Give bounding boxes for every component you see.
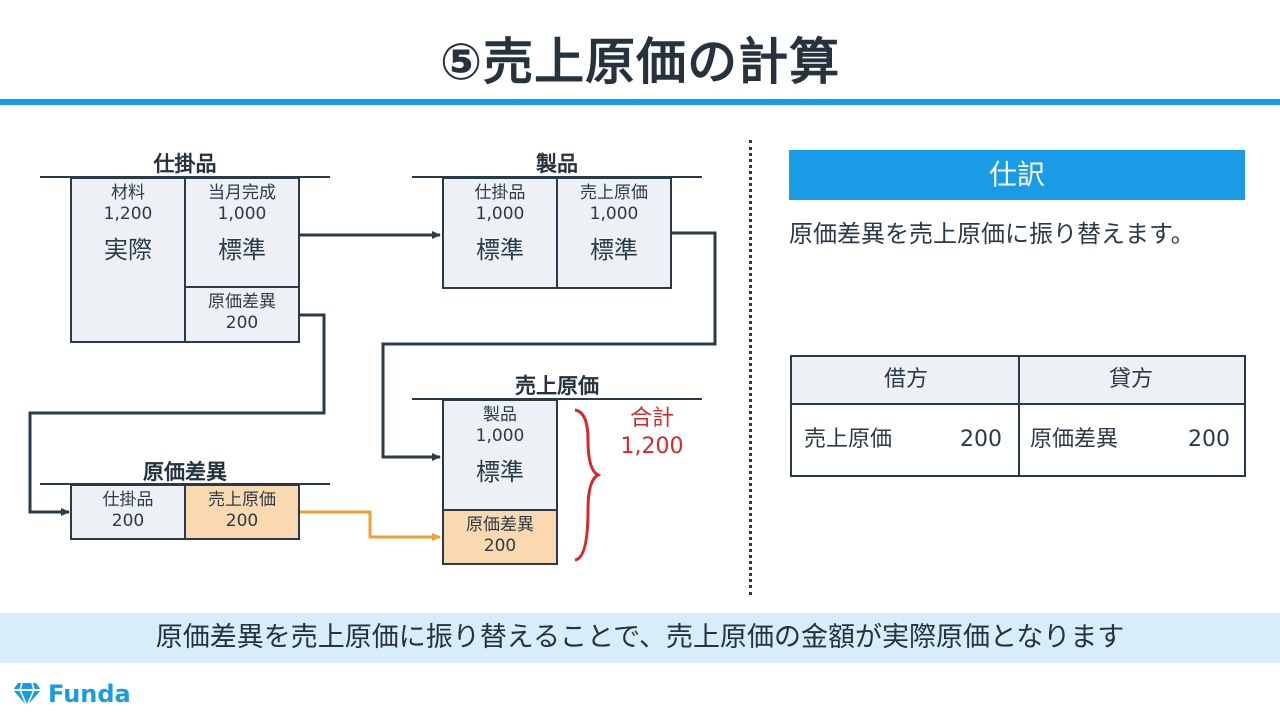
- page-title: ⑤売上原価の計算: [439, 33, 841, 91]
- arrow-wip-to-variance: [28, 313, 326, 516]
- journal-debit-account: 売上原価: [804, 427, 893, 452]
- total-brace: [574, 408, 602, 562]
- journal-description: 原価差異を売上原価に振り替えます。: [789, 220, 1195, 248]
- variance-account-title: 原価差異: [143, 460, 227, 484]
- journal-header: 仕訳: [789, 150, 1245, 200]
- products-cogs-label: 売上原価: [580, 183, 648, 203]
- variance-cogs-amount: 200: [225, 511, 259, 531]
- journal-credit-amount: 200: [1188, 427, 1230, 452]
- wip-material-label: 材料: [111, 183, 145, 203]
- cogs-variance-amount: 200: [483, 536, 517, 556]
- variance-credit-cell: 売上原価 200: [184, 484, 300, 540]
- products-debit-cell: 仕掛品 1,000 標準: [442, 177, 558, 289]
- wip-variance-cell: 原価差異 200: [184, 286, 300, 343]
- cogs-total: 合計 1,200: [612, 405, 692, 461]
- wip-completed-cell: 当月完成 1,000 標準: [184, 177, 300, 288]
- cogs-total-amount: 1,200: [620, 434, 684, 459]
- products-account-title: 製品: [536, 152, 578, 176]
- products-wip-amount: 1,000: [475, 204, 525, 224]
- cogs-variance-label: 原価差異: [466, 515, 534, 535]
- cogs-products-label: 製品: [483, 405, 517, 425]
- wip-variance-label: 原価差異: [208, 292, 276, 312]
- variance-cogs-label: 売上原価: [208, 490, 276, 510]
- cogs-products-basis: 標準: [476, 458, 524, 486]
- journal-column-divider: [1018, 357, 1020, 475]
- wip-material-basis: 実際: [104, 236, 152, 264]
- arrow-variance-to-cogs: [300, 510, 441, 541]
- wip-material-amount: 1,200: [103, 204, 153, 224]
- wip-variance-amount: 200: [225, 313, 259, 333]
- journal-credit-header: 貸方: [1018, 357, 1244, 405]
- diamond-logo-icon: [13, 682, 41, 707]
- wip-completed-basis: 標準: [218, 236, 266, 264]
- arrow-products-to-cogs: [381, 231, 717, 461]
- cogs-account-title: 売上原価: [515, 374, 599, 398]
- journal-debit-header: 借方: [792, 357, 1020, 405]
- title-rule: [0, 99, 1280, 105]
- bottom-note: 原価差異を売上原価に振り替えることで、売上原価の金額が実際原価となります: [0, 613, 1280, 663]
- products-cogs-amount: 1,000: [589, 204, 639, 224]
- journal-table: 借方 貸方 売上原価 200 原価差異 200: [790, 355, 1246, 477]
- cogs-products-amount: 1,000: [475, 426, 525, 446]
- wip-completed-label: 当月完成: [208, 183, 276, 203]
- funda-logo: Funda: [12, 678, 131, 710]
- variance-wip-amount: 200: [111, 511, 145, 531]
- products-wip-label: 仕掛品: [474, 183, 526, 203]
- products-cogs-basis: 標準: [590, 236, 638, 264]
- journal-debit-amount: 200: [960, 427, 1002, 452]
- wip-debit-cell: 材料 1,200 実際: [70, 177, 186, 343]
- wip-account-title: 仕掛品: [153, 152, 217, 176]
- section-divider: [749, 140, 752, 595]
- wip-completed-amount: 1,000: [217, 204, 267, 224]
- journal-credit-account: 原価差異: [1030, 427, 1119, 452]
- variance-wip-label: 仕掛品: [102, 490, 154, 510]
- cogs-total-label: 合計: [629, 406, 674, 431]
- products-wip-basis: 標準: [476, 236, 524, 264]
- cogs-variance-cell: 原価差異 200: [442, 509, 558, 565]
- cogs-products-cell: 製品 1,000 標準: [442, 399, 558, 511]
- variance-debit-cell: 仕掛品 200: [70, 484, 186, 540]
- products-credit-cell: 売上原価 1,000 標準: [556, 177, 672, 289]
- logo-text: Funda: [48, 680, 131, 708]
